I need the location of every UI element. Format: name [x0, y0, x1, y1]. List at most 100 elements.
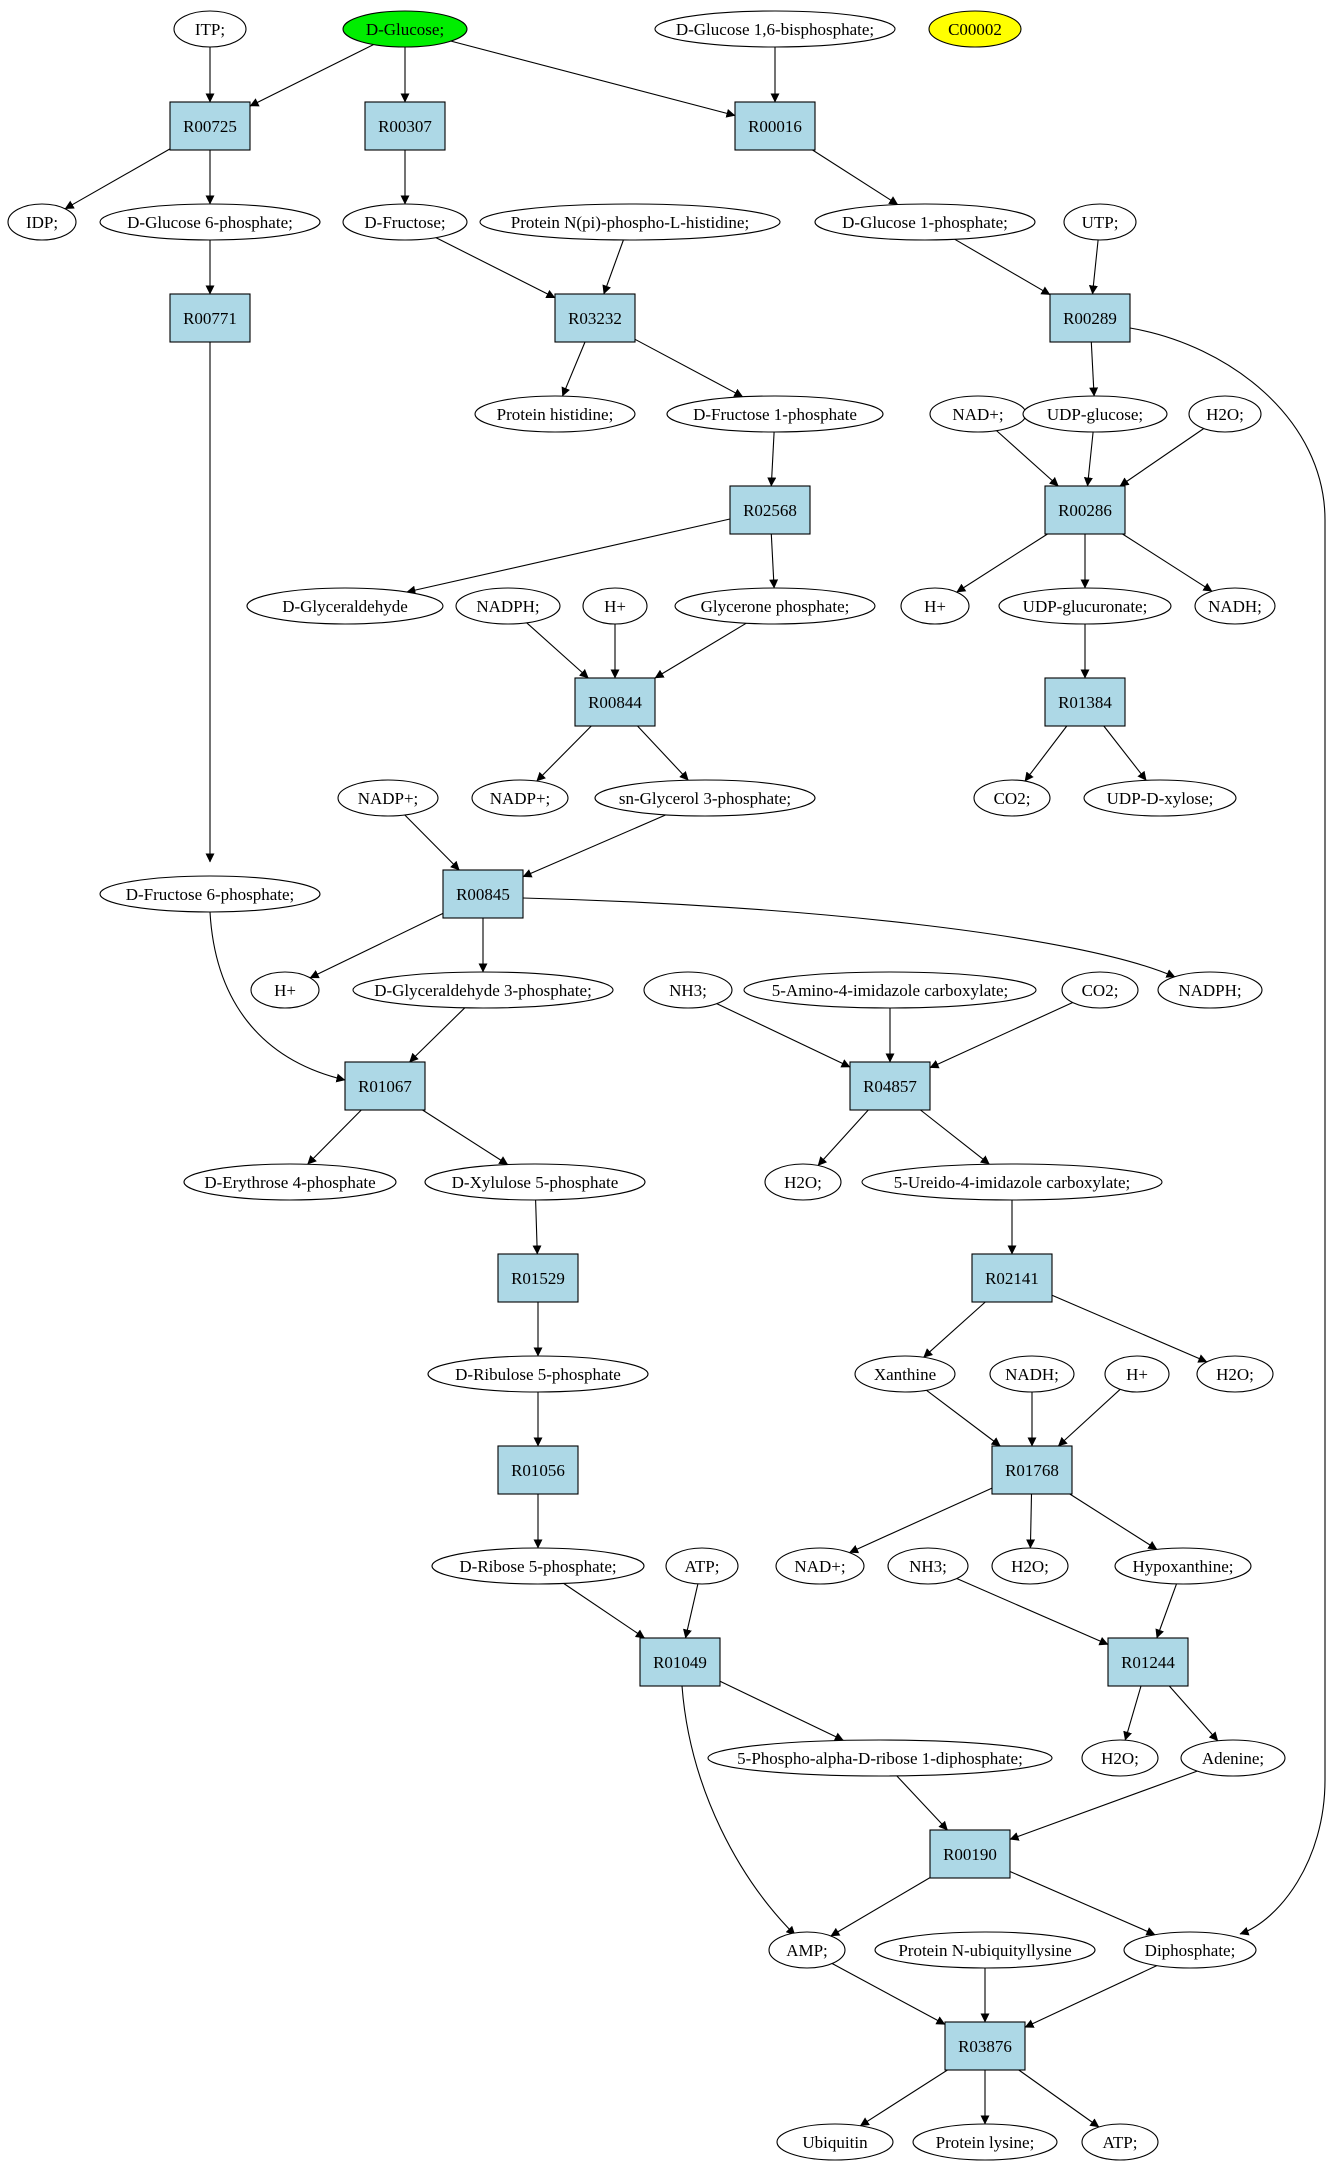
compound-node-nadph1[interactable]: NADPH;	[455, 587, 561, 625]
compound-node-hypox[interactable]: Hypoxanthine;	[1114, 1547, 1252, 1585]
compound-node-nadh1[interactable]: NADH;	[1194, 587, 1276, 625]
compound-ellipse	[665, 1547, 739, 1585]
reaction-node-r02568[interactable]: R02568	[729, 485, 811, 535]
compound-node-prothis[interactable]: Protein histidine;	[474, 395, 636, 433]
compound-node-r5p[interactable]: D-Ribose 5-phosphate;	[431, 1547, 645, 1585]
compound-node-sng3p[interactable]: sn-Glycerol 3-phosphate;	[594, 779, 816, 817]
node-label: R04857	[863, 1077, 917, 1096]
compound-node-h2o4[interactable]: H2O;	[991, 1547, 1069, 1585]
reaction-node-r04857[interactable]: R04857	[849, 1061, 931, 1111]
reaction-node-r02141[interactable]: R02141	[971, 1253, 1053, 1303]
compound-node-protlys[interactable]: Protein lysine;	[912, 2123, 1058, 2161]
reaction-node-r00307[interactable]: R00307	[364, 101, 446, 151]
compound-node-utp[interactable]: UTP;	[1063, 203, 1137, 241]
compound-node-dfru[interactable]: D-Fructose;	[342, 203, 468, 241]
reaction-box	[729, 485, 811, 535]
compound-node-co2b[interactable]: CO2;	[1061, 971, 1139, 1009]
compound-node-f6p[interactable]: D-Fructose 6-phosphate;	[99, 875, 321, 913]
reaction-node-r01244[interactable]: R01244	[1107, 1637, 1189, 1687]
compound-node-dglc16bp[interactable]: D-Glucose 1,6-bisphosphate;	[654, 10, 896, 48]
compound-node-amp[interactable]: AMP;	[768, 1931, 846, 1969]
edge-f1p-to-r02568	[767, 431, 777, 487]
reaction-box	[849, 1061, 931, 1111]
compound-node-ubq[interactable]: Ubiquitin	[776, 2123, 894, 2161]
node-label: UDP-glucuronate;	[1023, 597, 1148, 616]
reaction-node-r01529[interactable]: R01529	[497, 1253, 579, 1303]
edge-r01244-to-h2o5	[1123, 1685, 1142, 1741]
compound-node-hplus2[interactable]: H+	[900, 587, 970, 625]
compound-node-nadpplus2[interactable]: NADP+;	[471, 779, 569, 817]
compound-node-f1p[interactable]: D-Fructose 1-phosphate	[666, 395, 884, 433]
reaction-box	[364, 101, 446, 151]
reaction-box	[497, 1253, 579, 1303]
compound-node-udpglc[interactable]: UDP-glucose;	[1022, 395, 1168, 433]
compound-node-h2o2[interactable]: H2O;	[764, 1163, 842, 1201]
compound-node-dglyald[interactable]: D-Glyceraldehyde	[246, 587, 444, 625]
edge-r00286-to-nadh1	[1122, 533, 1213, 592]
reaction-node-r00771[interactable]: R00771	[169, 293, 251, 343]
compound-node-co2a[interactable]: CO2;	[973, 779, 1051, 817]
reaction-node-r01049[interactable]: R01049	[639, 1637, 721, 1687]
reaction-node-r00845[interactable]: R00845	[442, 869, 524, 919]
compound-node-h2o5[interactable]: H2O;	[1081, 1739, 1159, 1777]
compound-node-ru5p[interactable]: D-Ribulose 5-phosphate	[427, 1355, 649, 1393]
reaction-node-r03876[interactable]: R03876	[944, 2021, 1026, 2071]
compound-node-nadp1[interactable]: NAD+;	[929, 395, 1027, 433]
reaction-node-r00289[interactable]: R00289	[1049, 293, 1131, 343]
compound-node-h2o1[interactable]: H2O;	[1188, 395, 1262, 433]
compound-node-protubq[interactable]: Protein N-ubiquityllysine	[874, 1931, 1096, 1969]
compound-node-ade[interactable]: Adenine;	[1180, 1739, 1286, 1777]
compound-node-nadh2[interactable]: NADH;	[989, 1355, 1075, 1393]
compound-node-nh3b[interactable]: NH3;	[887, 1547, 969, 1585]
compound-node-uic[interactable]: 5-Ureido-4-imidazole carboxylate;	[861, 1163, 1163, 1201]
compound-node-hplus1[interactable]: H+	[582, 587, 648, 625]
reaction-node-r00725[interactable]: R00725	[169, 101, 251, 151]
compound-node-atp2[interactable]: ATP;	[1081, 2123, 1159, 2161]
compound-node-nh3a[interactable]: NH3;	[643, 971, 733, 1009]
compound-node-ppi[interactable]: Diphosphate;	[1123, 1931, 1257, 1969]
compound-node-idp[interactable]: IDP;	[7, 203, 77, 241]
compound-ellipse	[582, 587, 648, 625]
reaction-node-r01056[interactable]: R01056	[497, 1445, 579, 1495]
compound-ellipse	[479, 203, 781, 241]
compound-node-aic[interactable]: 5-Amino-4-imidazole carboxylate;	[743, 971, 1037, 1009]
edge-r02141-to-h2o3	[1051, 1294, 1208, 1363]
compound-node-hplus4[interactable]: H+	[1104, 1355, 1170, 1393]
compound-node-g6p[interactable]: D-Glucose 6-phosphate;	[99, 203, 321, 241]
edge-r02568-to-dglyald	[406, 518, 731, 595]
compound-ellipse	[1081, 2123, 1159, 2161]
reaction-node-r00190[interactable]: R00190	[929, 1829, 1011, 1879]
reaction-node-r01384[interactable]: R01384	[1044, 677, 1126, 727]
reaction-node-r01067[interactable]: R01067	[344, 1061, 426, 1111]
reaction-node-r00844[interactable]: R00844	[574, 677, 656, 727]
compound-node-e4p[interactable]: D-Erythrose 4-phosphate	[183, 1163, 397, 1201]
reaction-node-r01768[interactable]: R01768	[991, 1445, 1073, 1495]
edge-f6p-to-r01067	[209, 911, 346, 1083]
reaction-node-r00016[interactable]: R00016	[734, 101, 816, 151]
compound-node-dglc[interactable]: D-Glucose;	[342, 10, 468, 48]
compound-node-gap[interactable]: D-Glyceraldehyde 3-phosphate;	[352, 971, 614, 1009]
compound-node-atp1[interactable]: ATP;	[665, 1547, 739, 1585]
compound-node-glyp[interactable]: Glycerone phosphate;	[674, 587, 876, 625]
compound-ellipse	[973, 779, 1051, 817]
compound-node-nadph2[interactable]: NADPH;	[1157, 971, 1263, 1009]
reaction-node-r00286[interactable]: R00286	[1044, 485, 1126, 535]
compound-node-udpglcur[interactable]: UDP-glucuronate;	[998, 587, 1172, 625]
compound-node-protnhis[interactable]: Protein N(pi)-phospho-L-histidine;	[479, 203, 781, 241]
edge-utp-to-r00289	[1088, 239, 1099, 295]
compound-node-udpxyl[interactable]: UDP-D-xylose;	[1083, 779, 1237, 817]
compound-node-nadplus2[interactable]: NAD+;	[775, 1547, 865, 1585]
node-label: Glycerone phosphate;	[701, 597, 850, 616]
compound-node-x5p[interactable]: D-Xylulose 5-phosphate	[424, 1163, 646, 1201]
compound-node-nadpplus1[interactable]: NADP+;	[337, 779, 439, 817]
compound-node-h2o3[interactable]: H2O;	[1196, 1355, 1274, 1393]
node-label: NADPH;	[476, 597, 539, 616]
node-label: D-Glucose 1-phosphate;	[842, 213, 1008, 232]
compound-node-prpp[interactable]: 5-Phospho-alpha-D-ribose 1-diphosphate;	[707, 1739, 1053, 1777]
compound-node-hplus3[interactable]: H+	[250, 971, 320, 1009]
reaction-node-r03232[interactable]: R03232	[554, 293, 636, 343]
compound-node-xan[interactable]: Xanthine	[854, 1355, 956, 1393]
compound-node-g1p[interactable]: D-Glucose 1-phosphate;	[814, 203, 1036, 241]
compound-node-c00002[interactable]: C00002	[928, 10, 1022, 48]
compound-node-itp[interactable]: ITP;	[173, 10, 247, 48]
